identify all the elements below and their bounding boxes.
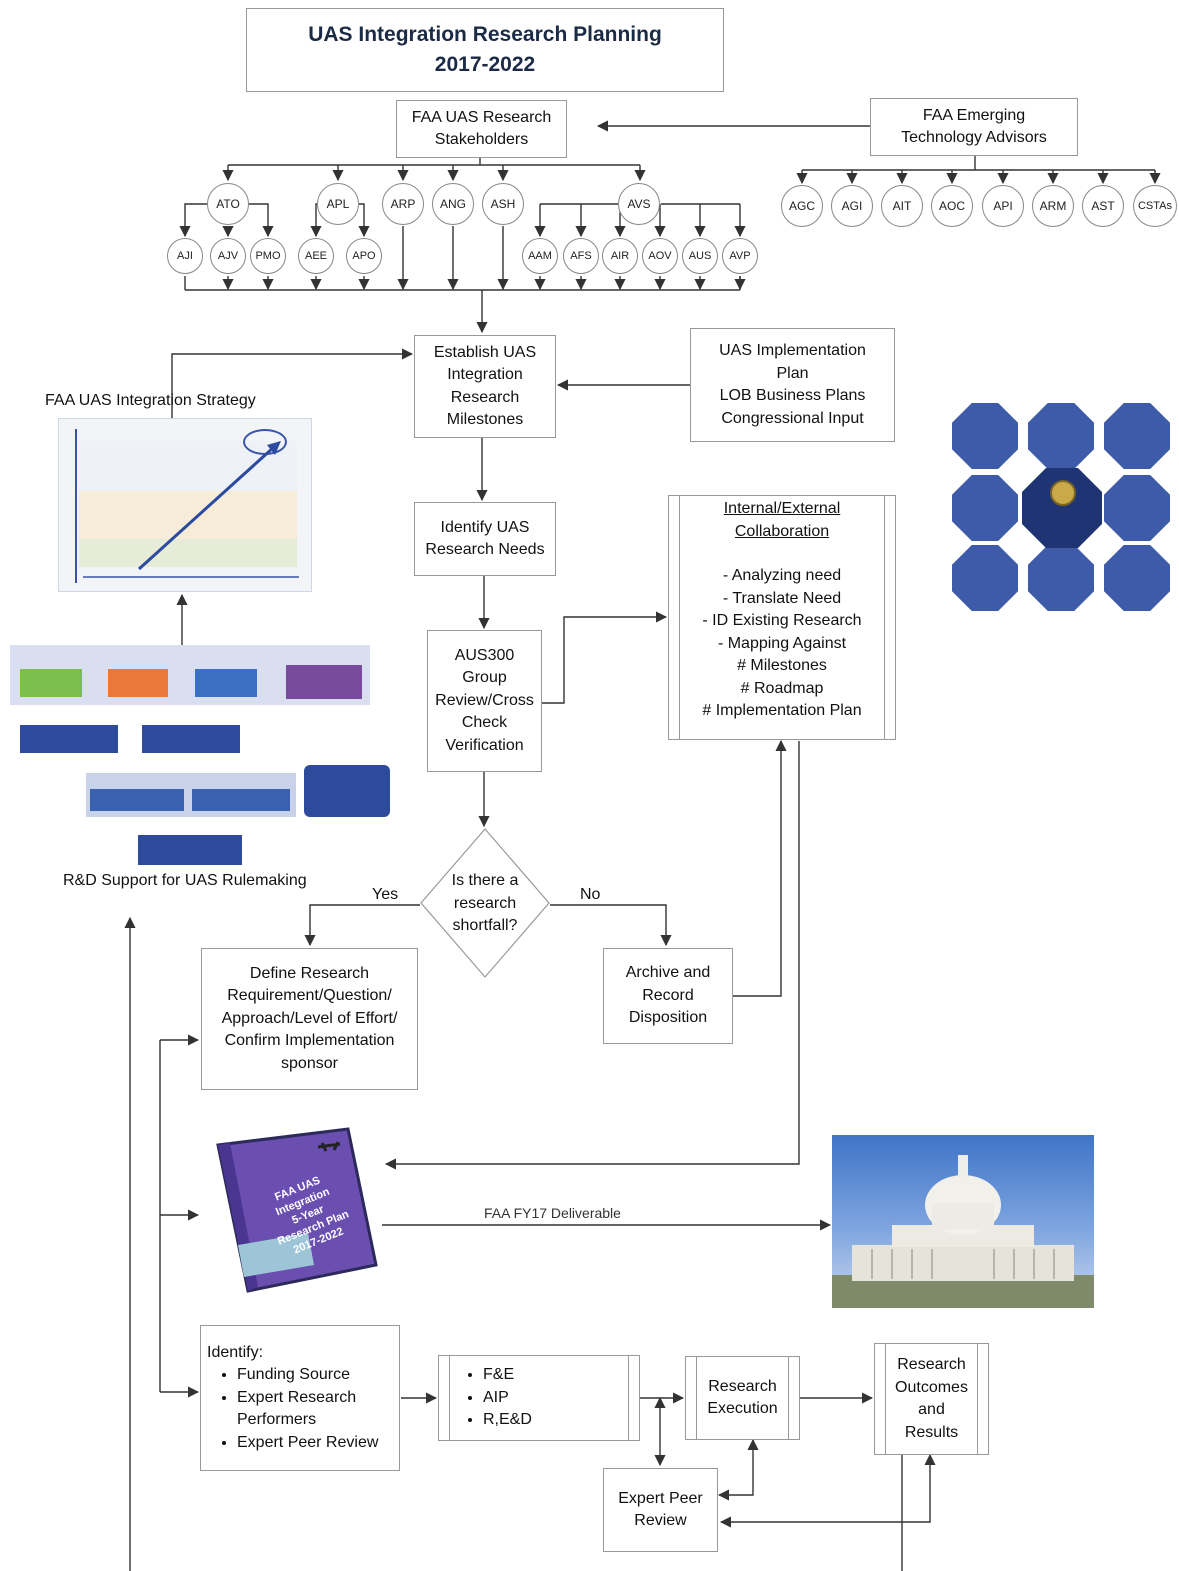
funding-sources-box: F&E AIP R,E&D [438, 1355, 640, 1441]
stakeholders-box: FAA UAS Research Stakeholders [396, 100, 567, 158]
internal-external-collaboration-box: Internal/External Collaboration - Analyz… [668, 495, 896, 740]
integration-strategy-graphic [58, 418, 312, 592]
identify-resources-box: Identify: Funding Source Expert Research… [200, 1325, 400, 1471]
identify-research-needs-box: Identify UAS Research Needs [414, 502, 556, 576]
office-node-aji: AJI [167, 238, 203, 274]
list-item: R,E&D [483, 1409, 532, 1432]
emerging-tech-advisors-box: FAA Emerging Technology Advisors [870, 98, 1078, 156]
office-node-arp: ARP [382, 183, 424, 225]
office-node-air: AIR [602, 238, 638, 274]
list-item: Expert Research Performers [237, 1387, 393, 1432]
octagon-tile [1028, 545, 1094, 611]
rnd-support-label: R&D Support for UAS Rulemaking [63, 872, 307, 889]
research-outcomes-box: Research Outcomes and Results [874, 1343, 989, 1455]
aus300-review-box: AUS300 Group Review/Cross Check Verifica… [427, 630, 542, 772]
octagon-tile [1104, 475, 1170, 541]
funding-list: F&E AIP R,E&D [439, 1364, 532, 1432]
office-node-avp: AVP [722, 238, 758, 274]
office-node-ash: ASH [482, 183, 524, 225]
diagram-title: UAS Integration Research Planning 2017-2… [246, 8, 724, 92]
reg-regulations-tile [192, 789, 290, 811]
office-node-ato: ATO [207, 183, 249, 225]
reg-dependency-tile [20, 725, 118, 753]
reg-tile-blue [195, 669, 257, 697]
octagon-tile [952, 545, 1018, 611]
establish-milestones-box: Establish UAS Integration Research Miles… [414, 335, 556, 438]
office-node-apl: APL [317, 183, 359, 225]
archive-disposition-box: Archive and Record Disposition [603, 948, 733, 1044]
octagon-tile [952, 475, 1018, 541]
office-node-aam: AAM [522, 238, 558, 274]
advisor-node-ast: AST [1082, 185, 1124, 227]
reg-requirements-tile [142, 725, 240, 753]
research-execution-box: Research Execution [685, 1356, 800, 1440]
advisor-node-agi: AGI [831, 185, 873, 227]
reg-tile-green [20, 669, 82, 697]
octagon-tile [1104, 403, 1170, 469]
implementation-plan-inputs-box: UAS Implementation Plan LOB Business Pla… [690, 328, 895, 442]
advisor-node-ait: AIT [881, 185, 923, 227]
advisor-node-aoc: AOC [931, 185, 973, 227]
office-node-aov: AOV [642, 238, 678, 274]
office-node-apo: APO [346, 238, 382, 274]
yes-label: Yes [372, 886, 399, 903]
regulatory-strategy-graphic [10, 645, 395, 870]
octagon-tile [1028, 403, 1094, 469]
office-node-aee: AEE [298, 238, 334, 274]
reg-coordination-tile [304, 765, 390, 817]
identify-list: Funding Source Expert Research Performer… [207, 1364, 393, 1454]
strategy-band-middle [79, 491, 297, 539]
no-label: No [580, 886, 601, 903]
advisor-node-cstas: CSTAs [1133, 185, 1177, 227]
list-item: Funding Source [237, 1364, 393, 1387]
strategy-axis [75, 429, 77, 583]
advisor-node-arm: ARM [1032, 185, 1074, 227]
office-node-pmo: PMO [250, 238, 286, 274]
define-research-box: Define Research Requirement/Question/ Ap… [201, 948, 418, 1090]
capitol-photo [832, 1135, 1094, 1308]
office-node-ang: ANG [432, 183, 474, 225]
strategy-trend-arrow [83, 441, 299, 578]
advisor-node-agc: AGC [781, 185, 823, 227]
expert-peer-review-box: Expert Peer Review [603, 1468, 718, 1552]
office-node-avs: AVS [618, 183, 660, 225]
list-item: F&E [483, 1364, 532, 1387]
capitol-building [832, 1155, 1094, 1308]
reg-standards-tile [90, 789, 184, 811]
list-item: Expert Peer Review [237, 1432, 393, 1455]
reg-tile-orange [108, 669, 168, 697]
advisor-node-api: API [982, 185, 1024, 227]
deliverable-label: FAA FY17 Deliverable [484, 1205, 621, 1221]
office-node-afs: AFS [563, 238, 599, 274]
reg-findings-tile [138, 835, 242, 865]
list-item: AIP [483, 1387, 532, 1410]
strategy-label: FAA UAS Integration Strategy [45, 392, 256, 409]
reg-tile-purple [286, 665, 362, 699]
faa-seal-icon [1050, 480, 1076, 506]
shortfall-question: Is there a research shortfall? [451, 872, 519, 934]
strategy-band-lower [79, 539, 297, 567]
octagon-tile [1104, 545, 1170, 611]
office-node-aus: AUS [682, 238, 718, 274]
shortfall-decision-diamond [420, 828, 550, 978]
office-node-ajv: AJV [210, 238, 246, 274]
research-plan-book-graphic [216, 1127, 378, 1293]
octagon-tile [952, 403, 1018, 469]
